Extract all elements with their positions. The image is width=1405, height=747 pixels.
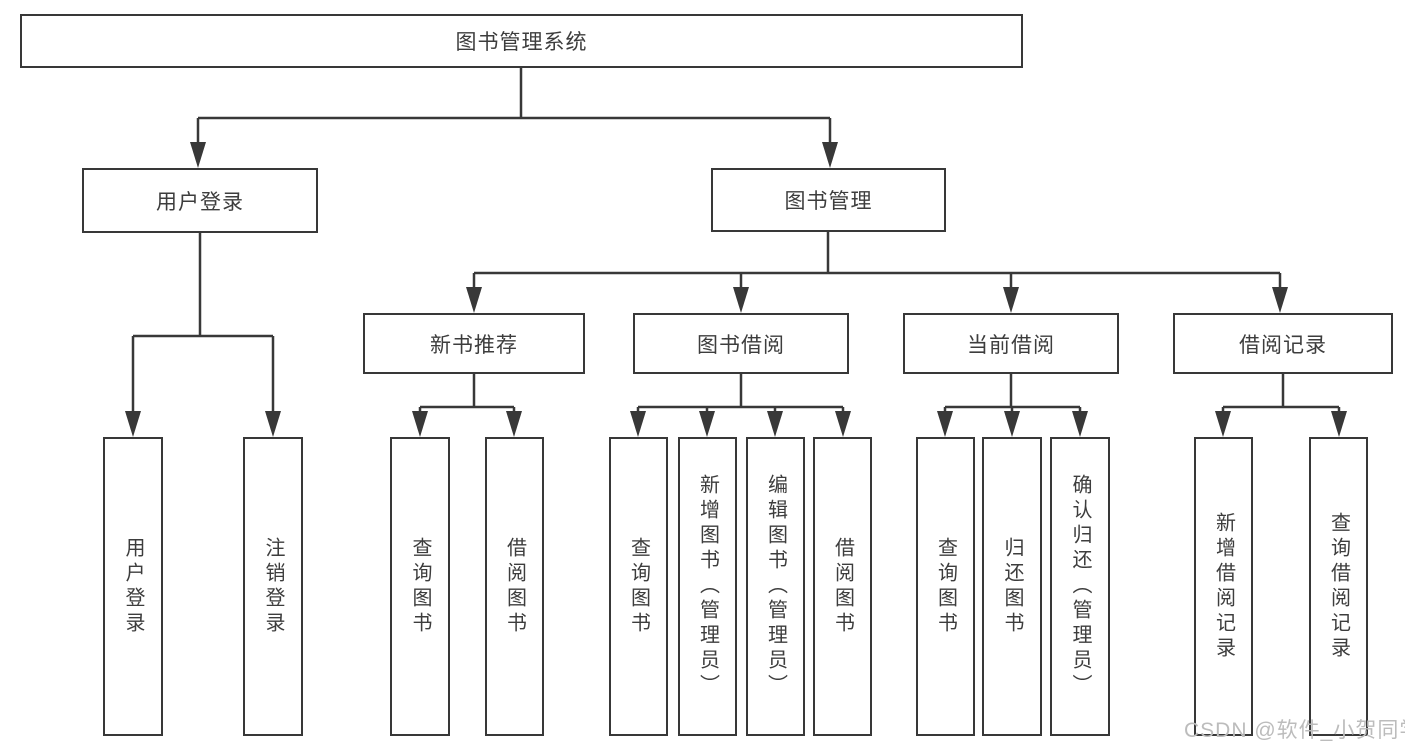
- connector-book-borrowing-children: [636, 374, 845, 413]
- leaf-return-books: 归还图书: [982, 437, 1042, 736]
- node-book-management: 图书管理: [711, 168, 946, 232]
- leaf-logout: 注销登录: [243, 437, 303, 736]
- connector-root-to-level2: [196, 68, 832, 144]
- connector-user-login-children: [131, 233, 275, 413]
- connector-borrowing-records-children: [1221, 374, 1341, 413]
- watermark: CSDN @软件_小贺同学: [1184, 719, 1405, 742]
- leaf-query-books-current-label: 查询图书: [934, 536, 957, 637]
- node-user-login: 用户登录: [82, 168, 318, 233]
- node-current-borrowing-label: 当前借阅: [967, 333, 1055, 357]
- leaf-query-books-recommend-label: 查询图书: [409, 536, 431, 637]
- connector-current-borrowing-children: [943, 374, 1082, 413]
- node-borrowing-records: 借阅记录: [1173, 313, 1393, 374]
- leaf-confirm-return-admin: 确认归还（管理员）: [1050, 437, 1110, 736]
- node-root: 图书管理系统: [20, 14, 1023, 68]
- leaf-borrow-books-borrowing-label: 借阅图书: [831, 536, 854, 637]
- leaf-user-login-label: 用户登录: [122, 536, 144, 637]
- node-current-borrowing: 当前借阅: [903, 313, 1119, 374]
- leaf-return-books-label: 归还图书: [1001, 536, 1023, 637]
- leaf-query-books-borrowing-label: 查询图书: [627, 536, 650, 637]
- leaf-edit-book-admin: 编辑图书（管理员）: [746, 437, 805, 736]
- leaf-borrow-books-recommend-label: 借阅图书: [503, 536, 526, 637]
- leaf-query-books-recommend: 查询图书: [390, 437, 450, 736]
- leaf-query-borrow-record: 查询借阅记录: [1309, 437, 1368, 736]
- node-new-book-recommend-label: 新书推荐: [430, 333, 518, 357]
- node-user-login-label: 用户登录: [156, 190, 244, 214]
- node-book-borrowing: 图书借阅: [633, 313, 849, 374]
- node-book-management-label: 图书管理: [784, 190, 873, 213]
- leaf-query-books-borrowing: 查询图书: [609, 437, 668, 736]
- leaf-borrow-books-borrowing: 借阅图书: [813, 437, 872, 736]
- leaf-add-borrow-record: 新增借阅记录: [1194, 437, 1253, 736]
- leaf-query-books-current: 查询图书: [916, 437, 975, 736]
- node-borrowing-records-label: 借阅记录: [1239, 333, 1327, 357]
- leaf-add-borrow-record-label: 新增借阅记录: [1212, 511, 1235, 662]
- leaf-edit-book-admin-label: 编辑图书（管理员）: [764, 474, 787, 699]
- connector-new-book-children: [418, 374, 516, 413]
- connector-book-management-children: [472, 232, 1282, 289]
- node-book-borrowing-label: 图书借阅: [697, 333, 785, 357]
- leaf-user-login: 用户登录: [103, 437, 163, 736]
- leaf-add-book-admin: 新增图书（管理员）: [678, 437, 737, 736]
- leaf-add-book-admin-label: 新增图书（管理员）: [696, 474, 719, 699]
- node-new-book-recommend: 新书推荐: [363, 313, 585, 374]
- node-root-label: 图书管理系统: [455, 31, 588, 54]
- leaf-borrow-books-recommend: 借阅图书: [485, 437, 544, 736]
- leaf-query-borrow-record-label: 查询借阅记录: [1327, 511, 1350, 662]
- leaf-logout-label: 注销登录: [262, 536, 284, 637]
- leaf-confirm-return-admin-label: 确认归还（管理员）: [1069, 474, 1091, 699]
